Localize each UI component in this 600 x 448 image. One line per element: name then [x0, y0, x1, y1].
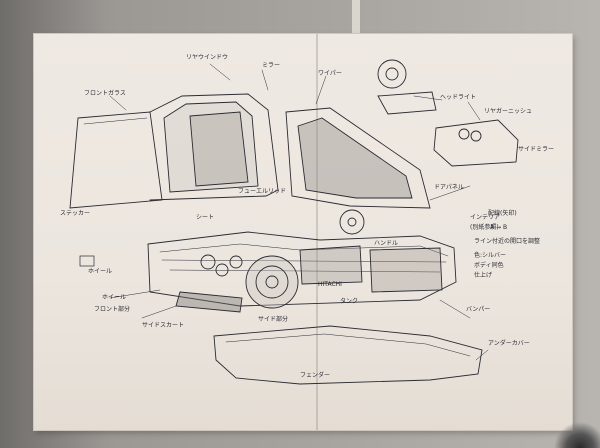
label-sub-wheel: ホイール: [88, 268, 113, 275]
front-glass-panel: [69, 111, 163, 209]
label-door-panel: ドアパネル: [434, 184, 464, 191]
label-rear-window: リヤウインドウ: [186, 54, 229, 61]
steering-wheel: [339, 209, 365, 235]
chassis-outline: [147, 231, 457, 307]
label-sticker: ステッカー: [60, 210, 91, 217]
label-finish: 仕上げ: [474, 272, 493, 279]
label-interior-ref: (別紙参照): [470, 224, 499, 231]
label-side-part: サイド部分: [258, 316, 289, 323]
mirror-part: [377, 59, 407, 89]
body-outline: [149, 93, 279, 201]
label-body-color: ボディ同色: [474, 262, 504, 269]
engine-block: [299, 245, 363, 285]
label-a-to-b: A → B: [490, 224, 508, 231]
label-rear-garnish: リヤガーニッシュ: [484, 108, 533, 115]
label-wiring: 配線(矢印): [488, 210, 517, 217]
wall-strip: [352, 0, 360, 40]
label-side-skirt: サイドスカート: [142, 322, 185, 329]
label-wiper: ワイパー: [318, 70, 342, 77]
label-engine: HITACHI: [318, 281, 342, 288]
label-seat: シート: [196, 214, 215, 221]
rear-lamp-part: [433, 119, 519, 167]
label-headlight: ヘッドライト: [440, 94, 477, 101]
label-wheel: ホイール: [102, 294, 127, 301]
label-front-part: フロント部分: [94, 306, 131, 313]
lower-fender: [213, 325, 483, 385]
label-fuel-lid: フューエルリッド: [238, 188, 287, 195]
sketch-sheet: [34, 34, 572, 430]
label-fender: フェンダー: [300, 372, 331, 379]
side-window: [285, 107, 431, 209]
wheel: [245, 255, 299, 309]
label-opening-adjust: ライン付近の開口を調整: [474, 238, 541, 245]
label-tank: タンク: [340, 298, 359, 305]
label-color: 色:シルバー: [474, 252, 507, 259]
label-bumper: バンパー: [466, 306, 491, 313]
label-handle: ハンドル: [374, 240, 399, 247]
label-side-mirror: サイドミラー: [518, 146, 555, 153]
clip-shadow: [540, 418, 600, 448]
label-interior: インテリア: [470, 214, 501, 221]
label-mirror: ミラー: [262, 62, 281, 69]
label-under-cover: アンダーカバー: [488, 340, 530, 347]
paper-fold: [316, 34, 318, 430]
label-front-glass: フロントガラス: [84, 90, 126, 97]
